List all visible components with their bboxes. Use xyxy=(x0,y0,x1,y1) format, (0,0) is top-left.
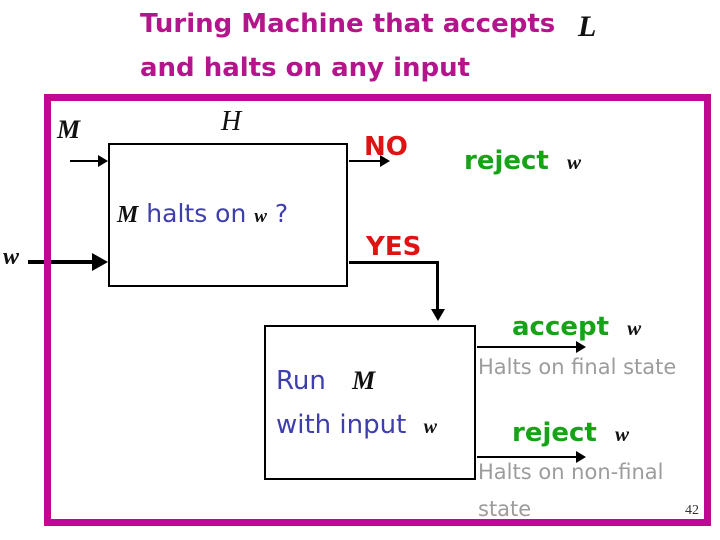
with-input-w-text: with input w xyxy=(276,410,437,440)
run-m-text: Run M xyxy=(276,366,375,396)
accept-arrow-line xyxy=(477,346,577,348)
accept-verb: accept xyxy=(512,312,610,342)
run-verb: Run xyxy=(276,366,326,396)
math-m-symbol: M xyxy=(352,366,376,395)
page-number: 42 xyxy=(685,503,699,518)
reject-verb: reject xyxy=(464,146,549,176)
math-w-symbol: w xyxy=(566,150,581,174)
halts-nonfinal-note-line2: state xyxy=(478,497,532,521)
w-input-arrowhead-icon xyxy=(92,253,108,271)
m-input-label: M xyxy=(57,115,81,144)
language-symbol-L: L xyxy=(578,10,597,43)
slide-title-line1: Turing Machine that accepts xyxy=(140,9,556,39)
halting-decider-box xyxy=(108,143,348,287)
slide-title-line2: and halts on any input xyxy=(140,53,471,83)
w-input-arrow-line xyxy=(28,260,94,264)
accept-arrowhead-icon xyxy=(576,341,586,353)
slide-frame-border xyxy=(44,94,711,526)
halting-question-text: M halts on w ? xyxy=(117,199,288,229)
yes-arrow-vertical-line xyxy=(436,261,439,310)
accept-w-label: accept w xyxy=(512,312,641,342)
halts-nonfinal-note-line1: Halts on non-final xyxy=(478,460,664,484)
m-input-arrowhead-icon xyxy=(98,155,108,167)
w-input-label: w xyxy=(3,244,20,270)
math-w-symbol: w xyxy=(614,422,629,446)
with-input-text: with input xyxy=(276,410,407,440)
m-input-arrow-line xyxy=(70,160,100,162)
no-arrowhead-icon xyxy=(380,155,390,167)
question-mark: ? xyxy=(274,199,289,228)
halts-final-state-note: Halts on final state xyxy=(478,355,677,379)
no-arrow-line xyxy=(349,160,381,162)
yes-arrowhead-icon xyxy=(431,309,445,321)
math-w-symbol: w xyxy=(627,316,642,340)
math-w-symbol: w xyxy=(423,416,437,438)
yes-branch-label: YES xyxy=(366,232,422,262)
yes-arrow-horizontal-line xyxy=(349,261,439,264)
reject-w-top: reject w xyxy=(464,146,581,176)
halts-on-text: halts on xyxy=(146,199,247,228)
math-w-symbol: w xyxy=(254,206,267,227)
reject-arrow-line xyxy=(477,456,577,458)
math-m-symbol: M xyxy=(117,202,139,228)
reject-w-bottom: reject w xyxy=(512,418,629,448)
machine-h-label: H xyxy=(221,106,242,137)
reject-verb: reject xyxy=(512,418,597,448)
reject-arrowhead-icon xyxy=(576,451,586,463)
run-machine-box xyxy=(264,325,476,480)
